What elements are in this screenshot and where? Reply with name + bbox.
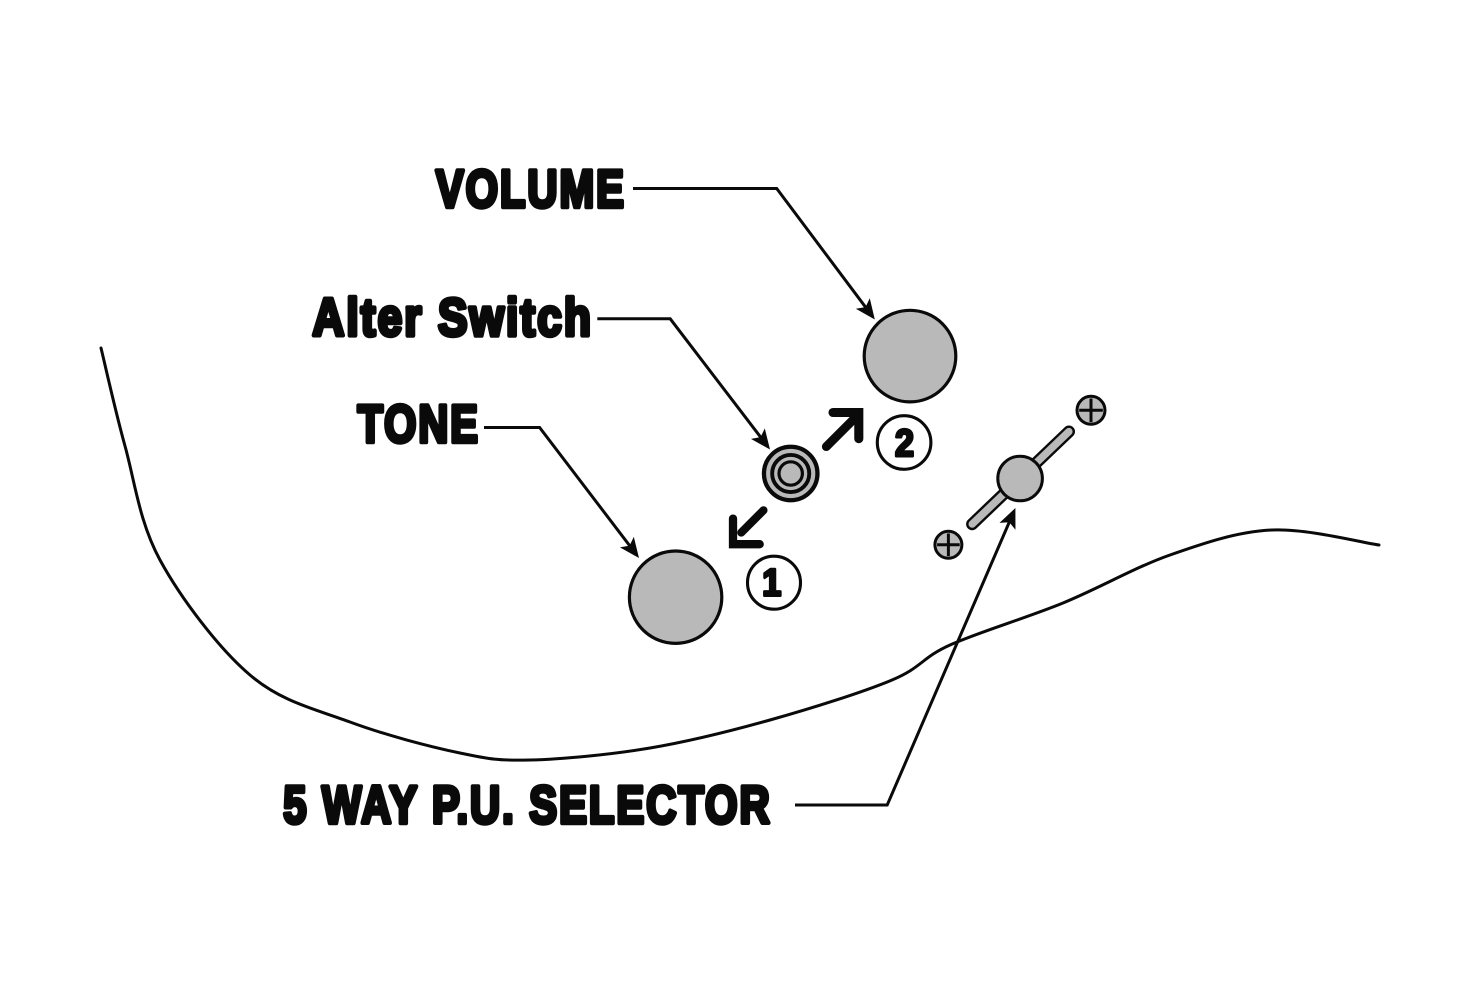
svg-text:2: 2 — [895, 421, 914, 464]
svg-text:TONE: TONE — [358, 395, 480, 454]
svg-text:Alter Switch: Alter Switch — [312, 289, 593, 348]
svg-text:5 WAY P.U. SELECTOR: 5 WAY P.U. SELECTOR — [283, 776, 771, 835]
svg-text:1: 1 — [762, 561, 781, 604]
svg-text:VOLUME: VOLUME — [436, 160, 626, 219]
